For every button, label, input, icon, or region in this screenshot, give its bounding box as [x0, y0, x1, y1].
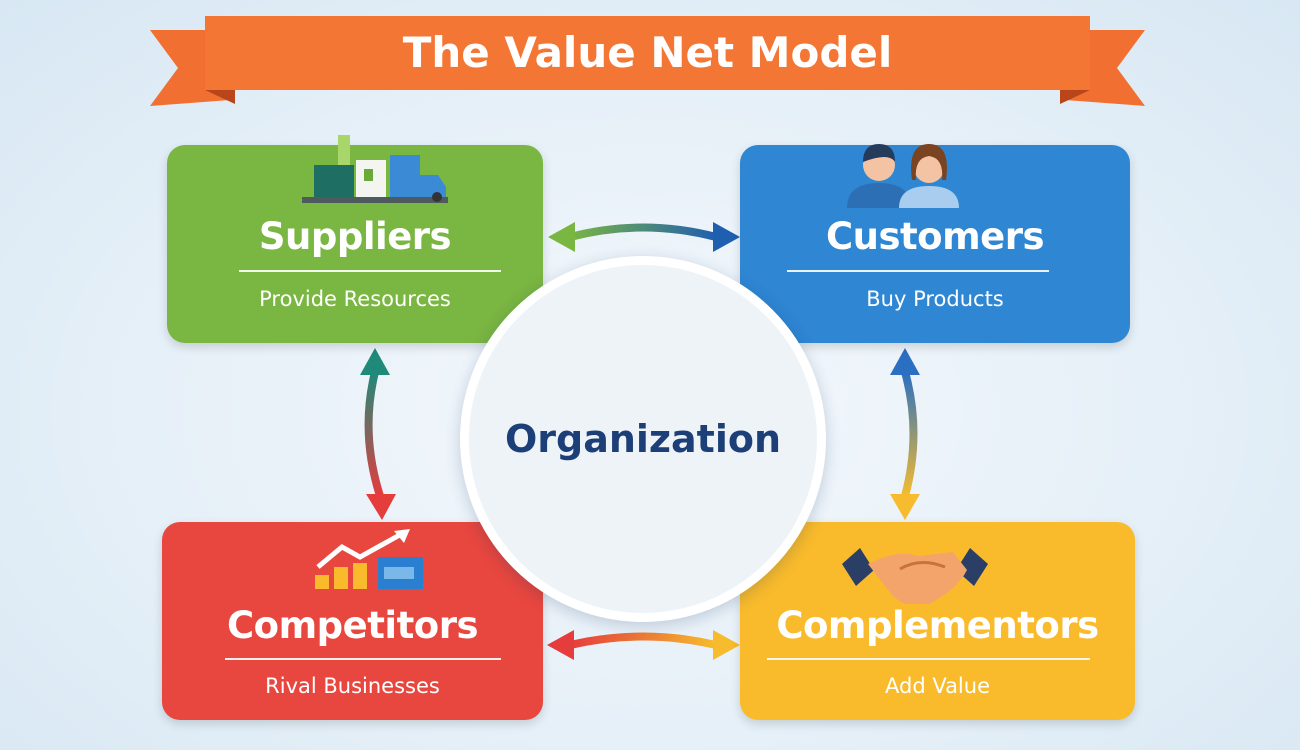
customers-box: Customers Buy Products	[740, 144, 1130, 343]
divider	[225, 658, 501, 660]
arrow-suppliers-competitors	[360, 348, 396, 520]
complementors-subtitle: Add Value	[885, 674, 990, 698]
divider	[767, 658, 1090, 660]
arrow-suppliers-customers	[548, 222, 740, 252]
divider	[239, 270, 501, 272]
factory-truck-icon	[302, 135, 448, 203]
title-banner	[150, 16, 1145, 106]
competitors-title: Competitors	[227, 604, 478, 647]
organization-label: Organization	[504, 417, 782, 461]
page-title: The Value Net Model	[402, 28, 893, 77]
complementors-box: Complementors Add Value	[740, 522, 1135, 720]
customers-subtitle: Buy Products	[866, 287, 1004, 311]
suppliers-box: Suppliers Provide Resources	[167, 135, 543, 343]
suppliers-subtitle: Provide Resources	[259, 287, 451, 311]
people-icon	[847, 144, 959, 208]
arrow-customers-complementors	[890, 348, 920, 520]
handshake-icon	[842, 548, 988, 604]
customers-title: Customers	[825, 215, 1045, 258]
competitors-subtitle: Rival Businesses	[265, 674, 440, 698]
arrow-competitors-complementors	[547, 630, 740, 660]
organization-circle: Organization	[460, 256, 826, 622]
growth-chart-icon	[315, 529, 423, 589]
suppliers-title: Suppliers	[258, 215, 452, 258]
complementors-title: Complementors	[776, 604, 1099, 647]
divider	[787, 270, 1049, 272]
competitors-box: Competitors Rival Businesses	[162, 522, 543, 720]
